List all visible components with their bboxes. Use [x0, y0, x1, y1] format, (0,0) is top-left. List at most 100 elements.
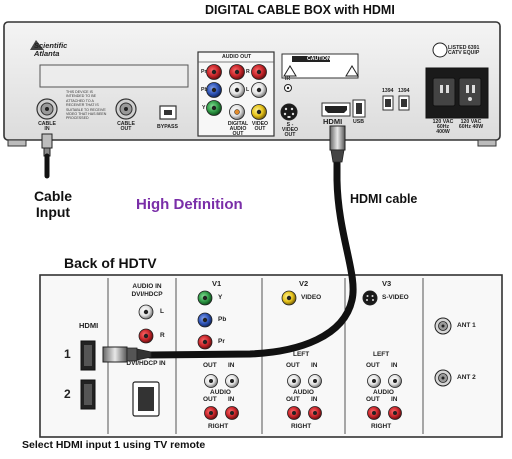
av-pb-label: Pb [201, 87, 208, 93]
cable-in-label: CABLE IN [38, 121, 56, 133]
cable-box-foot-right [477, 139, 497, 147]
v1-y-label: Y [218, 294, 223, 301]
audio-out-r-jack [251, 64, 267, 80]
power-in-label: 120 VAC 60Hz 400W [432, 119, 454, 136]
port-1394-a-label: 1394 [382, 88, 394, 94]
cable-box-hdmi-port [321, 102, 351, 117]
ant2-port [434, 369, 452, 387]
v2-out-label: OUT [286, 362, 300, 369]
v1-out-label: OUT [203, 362, 217, 369]
v2-audio-label: AUDIO [293, 389, 314, 396]
brand-line-2: Atlanta [34, 49, 60, 58]
footer-instruction: Select HDMI input 1 using TV remote [22, 439, 206, 451]
scientific-atlanta-logo [30, 40, 44, 50]
ul-listed-mark [432, 42, 448, 58]
av-y-label: Y [202, 105, 206, 111]
power-inlet [432, 77, 456, 107]
v2-label: V2 [299, 279, 309, 288]
audio-in-dvi-l-jack [138, 304, 154, 320]
bypass-label: BYPASS [157, 124, 178, 130]
high-definition-label: High Definition [136, 196, 243, 213]
v3-audio-jacks [367, 374, 402, 420]
v3-out-label: OUT [366, 362, 380, 369]
v1-audio-jacks [204, 374, 239, 420]
cable-box-label-plate [39, 64, 189, 88]
hdtv-hdmi-1-port [80, 340, 96, 371]
v1-in-label: IN [228, 362, 235, 369]
av-video-out-label: VIDEO OUT [251, 121, 269, 133]
audio-out-l-jack [251, 82, 267, 98]
hdmi-cable-label: HDMI cable [350, 192, 418, 206]
audio-in-l-label: L [160, 308, 164, 315]
ir-port [284, 84, 292, 92]
hdtv-hdmi-2-port [80, 379, 96, 410]
cable-box-foot-left [7, 139, 27, 147]
power-outlet [458, 77, 482, 107]
listed-mark-label: LISTED 6391 CATV EQUIP [448, 45, 480, 57]
v3-in-label: IN [391, 362, 398, 369]
power-section [425, 67, 489, 119]
cable-in-port [36, 98, 58, 120]
ant1-label: ANT 1 [457, 322, 476, 329]
audio-in-dvi-r-jack [138, 328, 154, 344]
audio-out-white-jack [229, 82, 245, 98]
v2-in2-label: IN [311, 396, 318, 403]
v2-in-label: IN [311, 362, 318, 369]
v1-in2-label: IN [228, 396, 235, 403]
v1-audio-label: AUDIO [210, 389, 231, 396]
hdtv-back-label: Back of HDTV [64, 255, 157, 271]
v2-left-label: LEFT [293, 351, 310, 358]
digital-audio-out-jack [229, 104, 245, 120]
caution-label-text: CAUTION [307, 56, 331, 62]
s-video-out-label: S - VIDEO OUT [281, 122, 299, 139]
hdmi-plug-box-end [329, 125, 346, 151]
av-pr-label: Pr [201, 69, 207, 75]
dvi-hdcp-in-label: DVI/HDCP IN [126, 360, 166, 367]
cable-box [3, 21, 501, 147]
v3-right-label: RIGHT [371, 423, 392, 430]
component-pr-jack [206, 64, 222, 80]
lightning-warning-icon [345, 65, 359, 77]
video-out-jack [251, 104, 267, 120]
component-pb-jack [206, 82, 222, 98]
v3-label: V3 [382, 279, 392, 288]
hdmi-input-1-label: 1 [64, 347, 71, 361]
audio-out-red-jack [229, 64, 245, 80]
box-hdmi-label: HDMI [323, 117, 343, 126]
ant1-port [434, 317, 452, 335]
firewire-1394-port-a [382, 95, 394, 111]
v1-right-label: RIGHT [208, 423, 229, 430]
ant2-label: ANT 2 [457, 374, 476, 381]
v1-pb-jack [197, 312, 213, 328]
warning-text: THIS DEVICE IS INTENDED TO BE ATTACHED T… [66, 90, 107, 121]
v1-pr-jack [197, 334, 213, 350]
v1-label: V1 [212, 279, 222, 288]
v2-right-label: RIGHT [291, 423, 312, 430]
v2-video-jack [281, 290, 297, 306]
v3-s-video-port [362, 290, 378, 306]
av-l-label: L [246, 87, 250, 93]
v3-out2-label: OUT [366, 396, 380, 403]
ir-label: IR [285, 76, 291, 82]
cable-out-port [115, 98, 137, 120]
port-1394-b-label: 1394 [398, 88, 410, 94]
dvi-hdcp-in-port [132, 381, 160, 417]
component-y-jack [206, 100, 222, 116]
hdmi-cable [102, 125, 357, 363]
v1-y-jack [197, 290, 213, 306]
v3-left-label: LEFT [373, 351, 390, 358]
diagram-title: DIGITAL CABLE BOX with HDMI [205, 3, 395, 17]
bypass-port [159, 105, 177, 120]
av-audio-out-label: AUDIO OUT [222, 54, 252, 60]
av-r-label: R [246, 69, 250, 75]
av-digital-audio-out-label: DIGITAL AUDIO OUT [227, 121, 249, 138]
coax-cable [41, 133, 53, 179]
audio-in-dvi-label: AUDIO IN DVI/HDCP [131, 283, 163, 298]
firewire-1394-port-b [398, 95, 410, 111]
usb-port [352, 99, 366, 118]
hdtv-hdmi-label: HDMI [79, 321, 99, 330]
audio-in-r-label: R [160, 332, 165, 339]
warning-icon [283, 65, 297, 77]
brand-line-1: Scientific [34, 41, 68, 50]
